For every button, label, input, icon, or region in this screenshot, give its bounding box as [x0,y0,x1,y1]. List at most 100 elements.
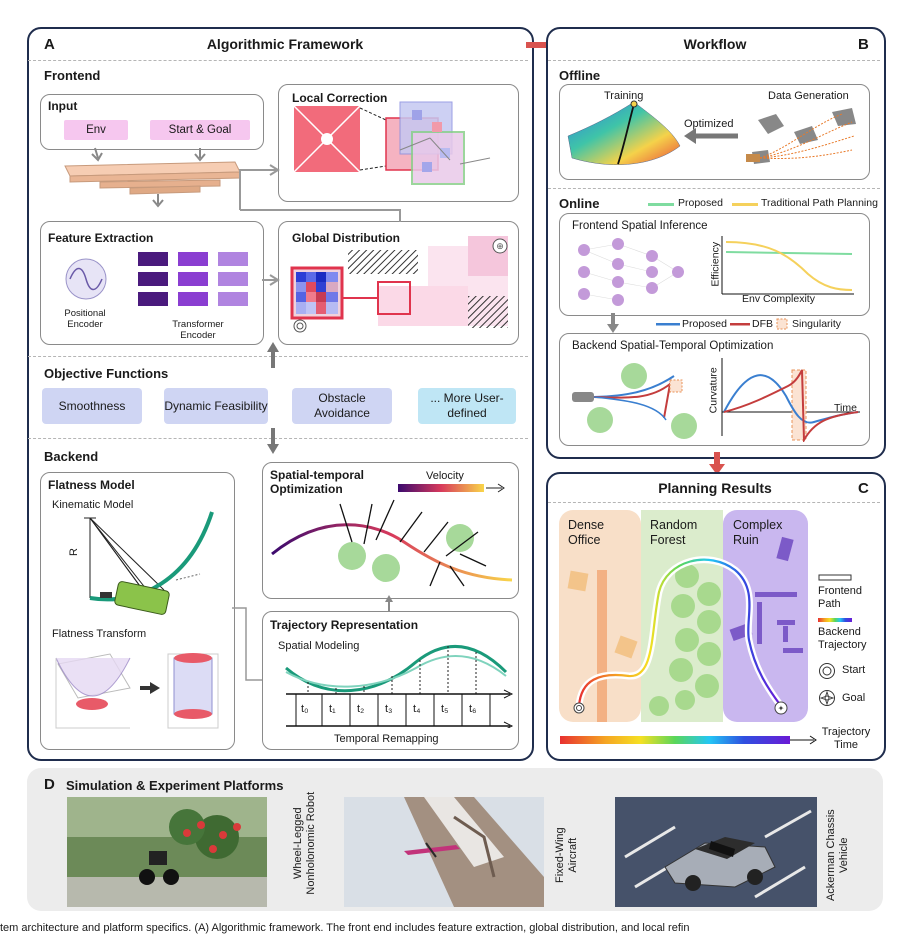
platform-aircraft-image [344,797,544,907]
legend-proposed-blue-swatch [656,323,680,326]
down-arrow-icon [267,428,279,454]
backend-heading: Backend [44,449,99,464]
online-heading: Online [559,196,600,211]
figure-caption: tem architecture and platform specifics.… [0,922,690,934]
legend-backend-trajectory: Backend Trajectory [818,626,867,652]
tick-t6: t₆ [469,703,477,715]
offline-graphic [567,100,856,165]
tick-t4: t₄ [413,703,421,715]
divider [28,356,528,357]
platform-robot-label: Wheel-Legged Nonholonomic Robot [291,791,317,895]
legend-dfb-swatch [730,323,750,326]
up-arrow-icon [267,342,279,368]
legend-proposed: Proposed [678,197,723,209]
input-title: Input [48,99,78,113]
flatness-model-title: Flatness Model [48,478,135,492]
flatness-transform-label: Flatness Transform [52,628,147,640]
trajectory-time-label: Trajectory Time [821,726,871,752]
global-distribution-graphic: ⊕ [290,236,508,333]
flatness-transform-graphic [55,653,219,729]
backend-optimization-scene [572,363,697,439]
kinematic-model-graphic [84,511,214,615]
legend-dfb: DFB [752,318,773,330]
divider [548,60,880,61]
divider [548,502,880,503]
efficiency-chart [721,236,854,295]
legend-traditional-swatch [732,203,758,206]
legend-backend-swatch [818,618,852,622]
panel-d-letter: D [44,776,55,793]
positional-encoder-label: Positional Encoder [64,308,106,330]
legend-singularity-swatch [776,318,788,330]
velocity-label: Velocity [426,470,464,482]
planning-results-map: ✦ [567,536,803,722]
goal-icon [819,690,835,706]
env-chip: Env [64,120,128,140]
frontend-inference-title: Frontend Spatial Inference [572,220,708,232]
up-arrow-icon [385,595,393,611]
frontend-heading: Frontend [44,68,101,83]
red-arrow-icon [709,452,725,475]
zone-label-dense-office: Dense Office [568,518,605,547]
down-arrow-icon [607,313,619,333]
legend-traditional: Traditional Path Planning [761,197,878,209]
tick-t5: t₅ [441,703,449,715]
data-generation-label: Data Generation [768,90,849,102]
svg-text:⊕: ⊕ [496,241,504,251]
offline-heading: Offline [559,68,601,83]
backend-optimization-title: Backend Spatial-Temporal Optimization [572,340,774,352]
local-correction-graphic [293,101,491,185]
legend-proposed-2: Proposed [682,318,727,330]
st-optimization-title: Spatial-temporal Optimization [270,468,365,497]
objective-functions-heading: Objective Functions [44,366,169,381]
divider [548,188,880,189]
neural-network-icon [578,238,684,306]
panel-b-title: Workflow [683,36,747,52]
tick-t3: t₃ [385,703,393,715]
kinematic-model-label: Kinematic Model [52,499,134,511]
objective-obstacle-avoidance: Obstacle Avoidance [292,388,392,424]
zone-label-complex-ruin: Complex Ruin [733,518,783,547]
temporal-remapping-label: Temporal Remapping [334,733,439,745]
trajectory-representation-graphic [285,644,514,728]
env-complexity-label: Env Complexity [742,293,815,305]
input-stack-graphic [64,147,241,208]
objective-more: ... More User-defined [418,388,516,424]
objective-smoothness: Smoothness [42,388,142,424]
positional-encoder-graphic [65,258,107,300]
trajectory-time-bar [560,735,817,745]
zone-label-random-forest: Random Forest [650,518,698,547]
svg-text:✦: ✦ [778,704,785,713]
legend-goal: Goal [842,692,866,704]
divider [28,438,528,439]
local-correction-title: Local Correction [292,91,388,105]
frontend-connectors [239,164,280,286]
legend-frontend-path: Frontend Path [818,585,863,611]
divider [28,60,528,61]
transformer-encoder-label: Transformer Encoder [172,319,224,341]
tick-t2: t₂ [357,703,365,715]
panel-c-letter: C [858,480,869,497]
legend-singularity: Singularity [792,318,842,330]
tick-t1: t₁ [329,703,336,715]
training-label: Training [604,90,644,102]
feature-extraction-title: Feature Extraction [48,231,154,245]
time-label: Time [834,402,857,414]
panel-b-letter: B [858,36,869,53]
objective-dynamic-feasibility: Dynamic Feasibility [164,388,268,424]
legend-start: Start [842,664,866,676]
transformer-encoder-graphic [138,252,248,306]
start-icon [819,663,835,679]
legend-proposed-swatch [648,203,674,206]
global-distribution-title: Global Distribution [292,231,400,245]
panel-c-title: Planning Results [658,480,772,496]
legend-frontend-swatch [818,574,852,581]
panel-a-letter: A [44,36,55,53]
platform-robot-image [67,797,267,907]
start-goal-chip: Start & Goal [150,120,250,140]
platform-vehicle-label: Ackerman Chassis Vehicle [824,809,850,902]
tick-t0: t₀ [301,703,309,715]
curvature-chart [721,358,860,442]
connector-line [240,209,401,222]
optimized-label: Optimized [684,118,734,130]
